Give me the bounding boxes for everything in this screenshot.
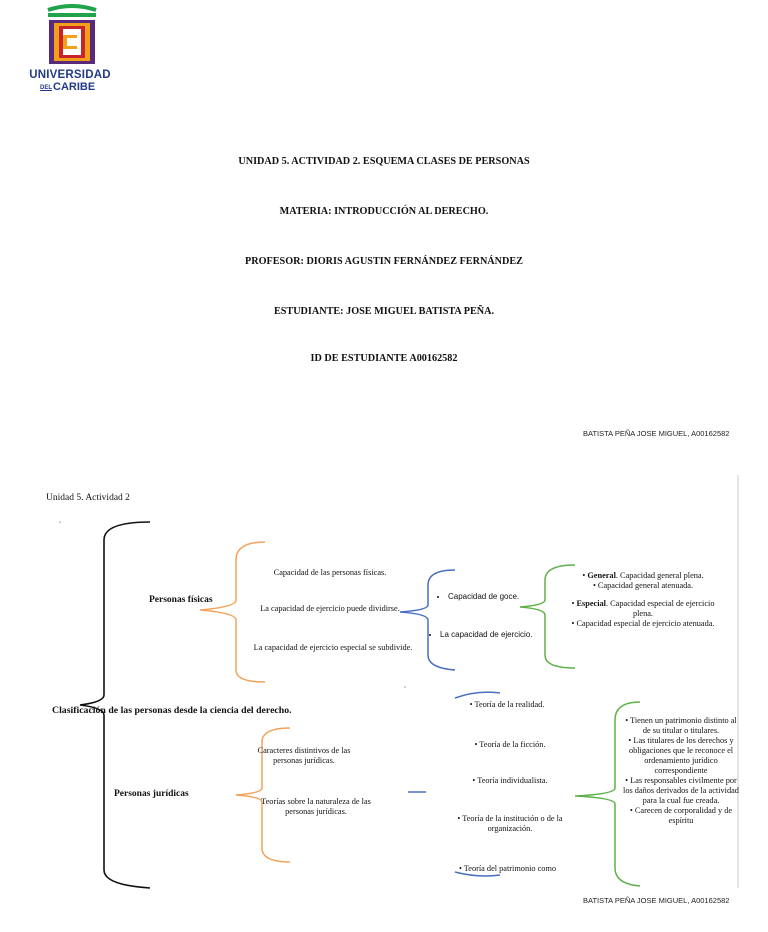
logo-wordmark: UNIVERSIDAD: [29, 69, 111, 81]
capacidad-ejercicio: La capacidad de ejercicio.: [430, 630, 558, 640]
teoria-item: • Teoría de la institución o de la organ…: [457, 814, 563, 833]
page-footer: BATISTA PEÑA JOSE MIGUEL, A00162582: [583, 896, 730, 905]
capacidad-goce: Capacidad de goce.: [438, 592, 558, 602]
cover-estudiante: ESTUDIANTE: JOSE MIGUEL BATISTA PEÑA.: [273, 306, 495, 317]
teoria-item: • Teoría individualista.: [472, 776, 548, 785]
juridicas-item: Caracteres distintivos de las personas j…: [257, 746, 351, 765]
cover-materia: MATERIA: INTRODUCCIÓN AL DERECHO.: [279, 206, 489, 217]
detalle-general: • General. Capacidad general plena. • Ca…: [571, 571, 715, 628]
university-logo: [47, 4, 97, 64]
juridicas-label: Personas jurídicas: [114, 789, 189, 799]
diagram-root: Clasificación de las personas desde la c…: [52, 705, 292, 716]
cover-id: ID DE ESTUDIANTE A00162582: [310, 353, 458, 364]
cover-title: UNIDAD 5. ACTIVIDAD 2. ESQUEMA CLASES DE…: [238, 156, 530, 167]
fisicas-label: Personas físicas: [149, 595, 213, 605]
fisicas-item: La capacidad de ejercicio puede dividirs…: [260, 604, 400, 613]
teoria-item: • Teoría de la ficción.: [474, 740, 546, 749]
teoria-item: • Teoría del patrimonio como: [458, 864, 557, 873]
diagram-brackets: [59, 475, 739, 889]
teoria-item: • Teoría de la realidad.: [469, 700, 545, 709]
fisicas-item: La capacidad de ejercicio especial se su…: [253, 643, 413, 652]
cover-profesor: PROFESOR: DIORIS AGUSTIN FERNÁNDEZ FERNÁ…: [245, 256, 523, 267]
fisicas-item: Capacidad de las personas físicas.: [273, 568, 387, 577]
logo-wordmark-sub: DELCARIBE: [40, 81, 96, 93]
juridicas-item: Teorías sobre la naturaleza de las perso…: [261, 797, 371, 816]
page-footer: BATISTA PEÑA JOSE MIGUEL, A00162582: [583, 429, 730, 438]
diagram-heading: Unidad 5. Actividad 2: [46, 493, 130, 503]
caracteres-list: • Tienen un patrimonio distinto al de su…: [623, 716, 739, 825]
